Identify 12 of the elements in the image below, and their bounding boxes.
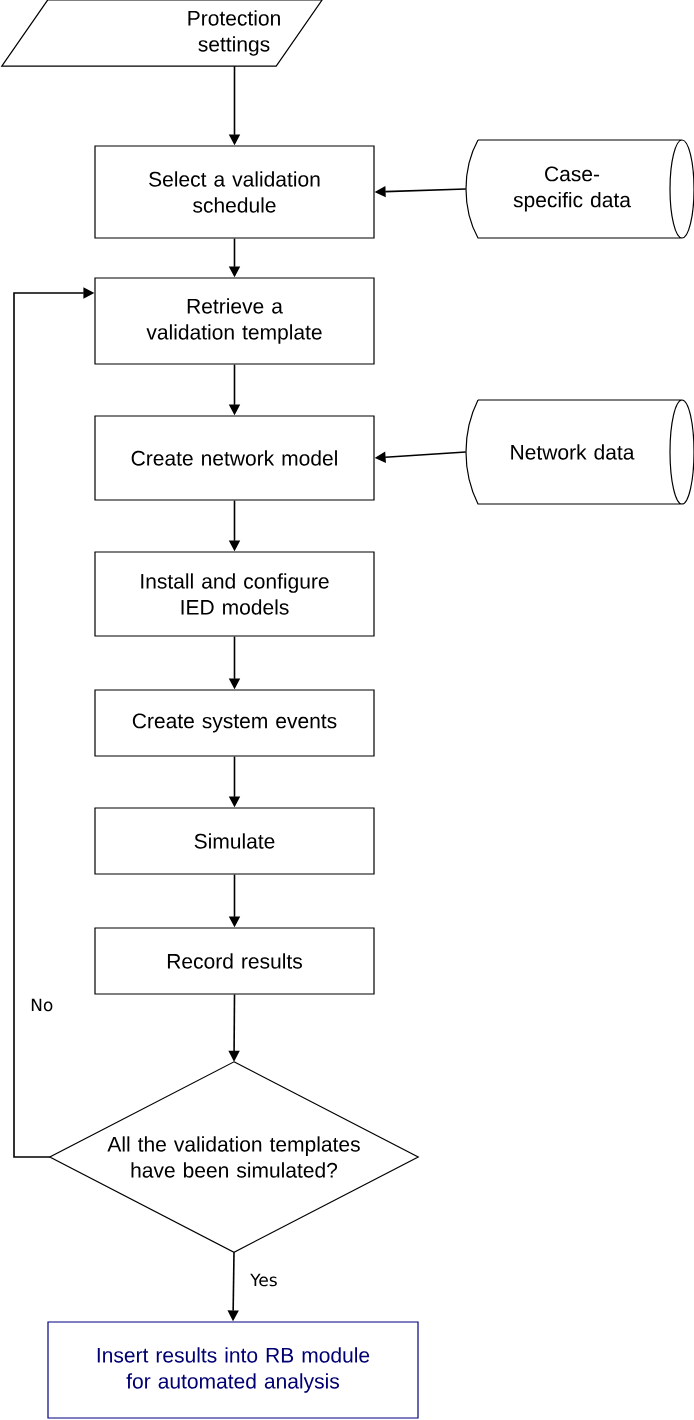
edge-label: Yes (248, 1271, 280, 1289)
process-box: Insert results into RB module for automated analysis (47, 1321, 419, 1419)
process-box: Create network model (94, 415, 375, 501)
data-store-cylinder: Network data (465, 399, 694, 505)
data-store-cylinder: Case-specific data (465, 139, 694, 239)
process-box: Select a validation schedule (94, 145, 375, 239)
edge-label: No (28, 996, 56, 1014)
process-box: Record results (94, 927, 375, 995)
process-box: Simulate (94, 807, 375, 875)
process-box: Retrieve a validation template (94, 277, 375, 365)
process-box: Install and configure IED models (94, 551, 375, 637)
process-box: Create system events (94, 689, 375, 757)
